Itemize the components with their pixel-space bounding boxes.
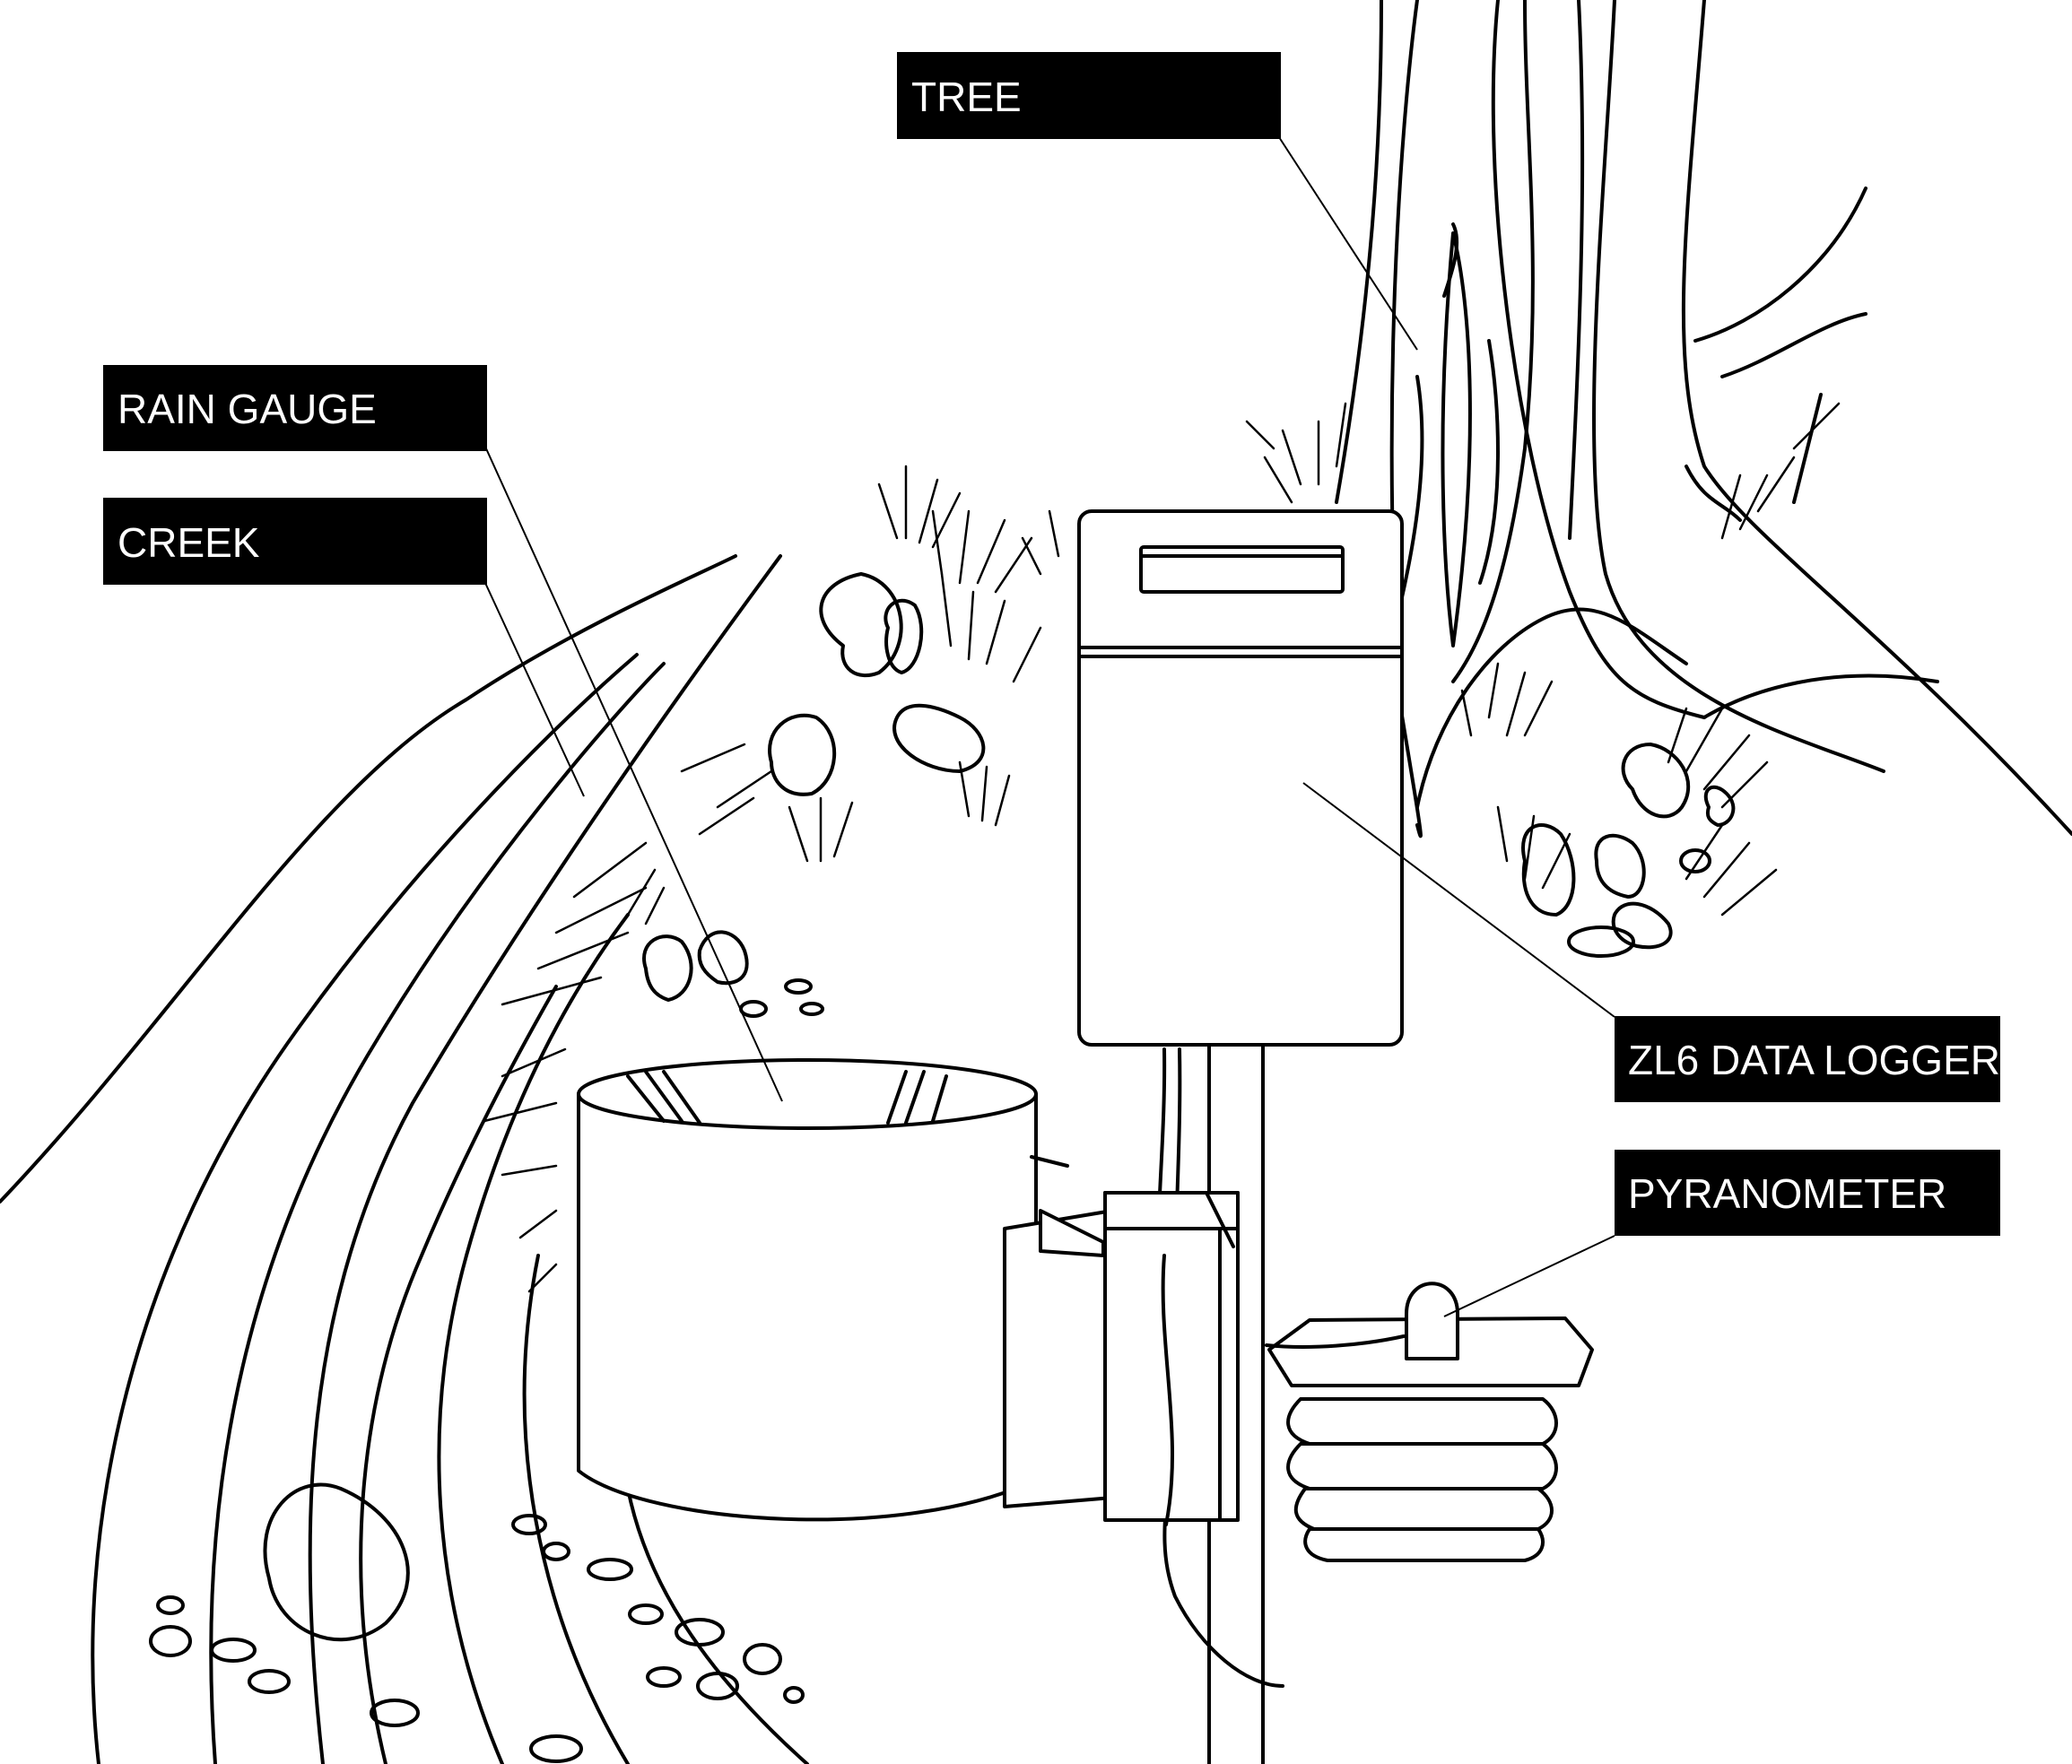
label-tree-text: TREE	[911, 74, 1022, 120]
label-rain-gauge: RAIN GAUGE	[103, 365, 487, 451]
label-creek-box	[103, 498, 487, 585]
tree-illustration	[1335, 0, 2072, 839]
label-pyranometer-text: PYRANOMETER	[1628, 1170, 1946, 1217]
label-creek: CREEK	[103, 498, 487, 585]
label-pyranometer-box	[1615, 1150, 2000, 1236]
label-data-logger-box	[1615, 1016, 2000, 1102]
rain-gauge-leader-line	[484, 446, 783, 1102]
label-rain-gauge-text: RAIN GAUGE	[118, 386, 377, 432]
leader-lines	[484, 136, 1615, 1317]
pyranometer-leader-line	[1443, 1235, 1615, 1317]
label-pyranometer: PYRANOMETER	[1615, 1150, 2000, 1236]
tree-leader-line	[1278, 136, 1418, 351]
label-creek-text: CREEK	[118, 519, 260, 566]
label-data-logger-text: ZL6 DATA LOGGER	[1628, 1037, 2000, 1083]
rain-gauge-illustration	[577, 1058, 1114, 1522]
pyranometer-illustration	[1265, 1282, 1594, 1562]
grass-and-rocks	[483, 402, 1841, 1293]
creek-illustration	[0, 554, 809, 1764]
data-logger-leader-line	[1302, 782, 1615, 1018]
creek-leader-line	[484, 582, 585, 797]
mounting-pole	[1103, 1043, 1265, 1764]
label-data-logger: ZL6 DATA LOGGER	[1615, 1016, 2000, 1102]
data-logger-illustration	[1030, 509, 1404, 1688]
label-tree: TREE	[897, 52, 1281, 139]
label-rain-gauge-box	[103, 365, 487, 451]
label-tree-box	[897, 52, 1281, 139]
